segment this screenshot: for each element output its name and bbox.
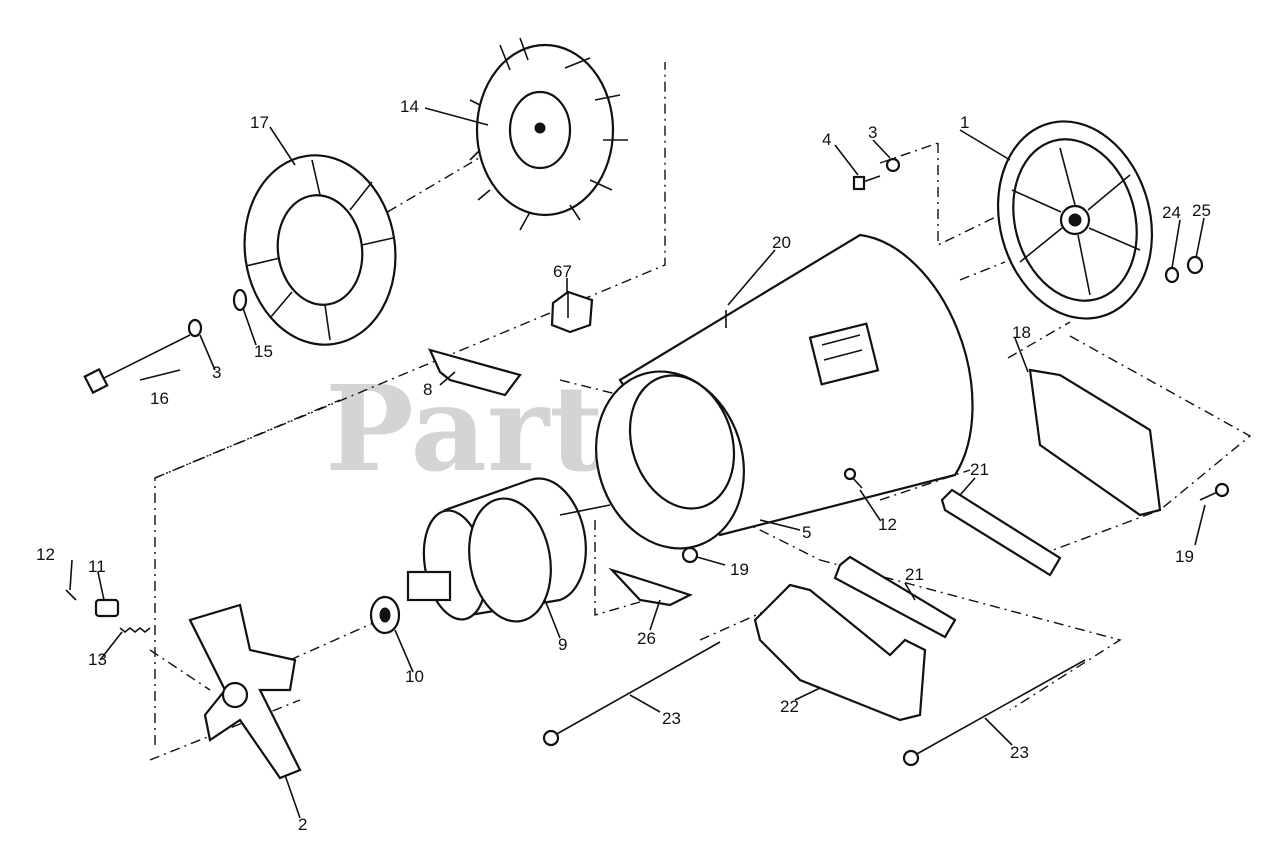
callout-5: 5: [802, 523, 811, 542]
brush-plate-part-2: [188, 603, 302, 780]
base-bracket-part-22: [753, 583, 927, 722]
callout-23b: 23: [1010, 743, 1029, 762]
washer-part-15: [232, 288, 248, 312]
callout-16: 16: [150, 389, 169, 408]
callout-2: 2: [298, 815, 307, 834]
long-bolt-part-23a: [542, 641, 721, 747]
fan-shroud-part-17: [243, 154, 397, 346]
callout-labels: 1 2 3 3 4 5 67 8 9 10 11 12 13 14 15 16 …: [36, 97, 1211, 834]
callout-23a: 23: [662, 709, 681, 728]
leader-lines: [69, 107, 1206, 819]
stator-housing-part-5: [594, 233, 974, 550]
assembly-lines: [149, 62, 1252, 761]
strap-part-21a: [940, 488, 1062, 577]
callout-3: 3: [212, 363, 221, 382]
callout-3b: 3: [868, 123, 877, 142]
callout-1: 1: [960, 113, 969, 132]
callout-20: 20: [772, 233, 791, 252]
cooling-fan-part-14: [469, 37, 628, 231]
callout-14: 14: [400, 97, 419, 116]
washer-part-24: [1164, 266, 1180, 284]
bolt-part-16: [83, 334, 191, 395]
brush-part-11: [94, 598, 120, 618]
callout-15: 15: [254, 342, 273, 361]
long-bolt-part-23b: [902, 659, 1086, 767]
callout-12: 12: [36, 545, 55, 564]
end-bell-part-1: [996, 120, 1154, 320]
callout-18: 18: [1012, 323, 1031, 342]
callout-13: 13: [88, 650, 107, 669]
spring-part-13: [119, 626, 151, 634]
callout-25: 25: [1192, 201, 1211, 220]
screw-part-12b: [843, 467, 863, 489]
callout-21b: 21: [905, 565, 924, 584]
terminal-block-part-67: [550, 290, 594, 334]
rotor-part-9: [406, 477, 611, 623]
nut-part-19: [681, 546, 699, 564]
mounting-bracket-part-18: [1028, 368, 1162, 517]
callout-26: 26: [637, 629, 656, 648]
callout-67: 67: [553, 262, 572, 281]
callout-21a: 21: [970, 460, 989, 479]
bracket-part-8: [428, 348, 522, 397]
washer-part-3b: [885, 157, 901, 173]
bearing-part-10: [369, 595, 401, 635]
callout-9: 9: [558, 635, 567, 654]
clip-part-26: [608, 567, 693, 607]
washer-part-3: [187, 318, 203, 338]
callout-24: 24: [1162, 203, 1181, 222]
callout-22: 22: [780, 697, 799, 716]
callout-8: 8: [423, 380, 432, 399]
callout-11: 11: [88, 557, 106, 576]
callout-10: 10: [405, 667, 424, 686]
bolt-part-4: [852, 175, 881, 191]
strap-part-21b: [833, 555, 957, 639]
nut-part-25: [1186, 255, 1204, 275]
screw-part-12: [65, 589, 77, 601]
callout-19: 19: [730, 560, 749, 579]
screw-part-19b: [1199, 482, 1230, 501]
callout-12b: 12: [878, 515, 897, 534]
callout-17: 17: [250, 113, 269, 132]
callout-4: 4: [822, 130, 831, 149]
callout-19b: 19: [1175, 547, 1194, 566]
